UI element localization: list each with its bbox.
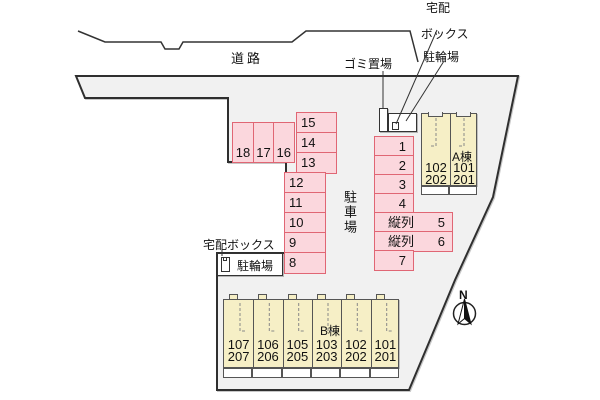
- parking-space-7: 7: [374, 250, 414, 271]
- compass-north-label: N: [459, 288, 468, 302]
- parking-space-8: 8: [284, 252, 326, 274]
- parking-space-zone: 縦列: [388, 233, 415, 249]
- delivery-box-top-label-line1: 宅配: [425, 1, 450, 15]
- road-label: 道路: [231, 51, 264, 66]
- garbage-box: [378, 108, 388, 132]
- parking-space-14: 14: [296, 132, 337, 154]
- parking-space-2: 2: [374, 155, 414, 176]
- parking-space-number: 14: [301, 135, 316, 151]
- unit-number-lower: 205: [286, 349, 309, 364]
- parking-space-number: 11: [289, 195, 303, 211]
- parking-space-number: 18: [235, 145, 251, 160]
- parking-space-16: 16: [273, 122, 295, 163]
- bicycle-parking-top-label: 駐輪場: [423, 50, 460, 64]
- parking-space-4: 4: [374, 193, 414, 214]
- parking-space-number: 10: [289, 215, 304, 231]
- parking-space-zone: 縦列: [388, 214, 415, 230]
- delivery-box-left-label: 宅配ボックス: [203, 238, 275, 252]
- parking-space-number: 17: [256, 145, 271, 160]
- building-b-unit-107-207: 107 207: [224, 338, 253, 364]
- parking-space-number: 8: [289, 255, 297, 271]
- building-b-balcony: [340, 368, 370, 378]
- building-b-unit-105-205: 105 205: [283, 338, 312, 364]
- parking-space-13: 13: [296, 152, 337, 174]
- parking-space-17: 17: [252, 122, 275, 163]
- building-b: 107 207 106 206 105 205 103 203 102 202 …: [223, 299, 399, 368]
- compass-icon: [452, 298, 477, 326]
- building-a-unit-101-201: 101 201: [450, 161, 478, 187]
- parking-space-11: 11: [284, 192, 326, 214]
- building-a: 102 202 101 201 A棟: [421, 113, 477, 186]
- parking-space-12: 12: [284, 172, 326, 194]
- building-a-balcony: [421, 186, 449, 195]
- unit-number-lower: 201: [374, 349, 397, 364]
- parking-space-18: 18: [232, 122, 254, 163]
- parking-space-3: 3: [374, 174, 414, 195]
- parking-space-number: 3: [398, 176, 406, 192]
- parking-space-number: 1: [398, 138, 406, 154]
- unit-number-lower: 207: [227, 349, 250, 364]
- parking-space-number: 7: [398, 252, 406, 268]
- building-b-balcony: [281, 368, 311, 378]
- building-b-balcony: [223, 368, 253, 378]
- unit-number-lower: 206: [257, 349, 279, 364]
- parking-space-number: 4: [398, 195, 406, 211]
- building-b-unit-102-202: 102 202: [341, 338, 370, 364]
- delivery-box-leader-line: [395, 29, 438, 125]
- parking-space-6-tandem: 縦列 6: [374, 231, 453, 252]
- parking-space-number: 16: [276, 145, 291, 160]
- unit-number-lower: 202: [425, 172, 447, 187]
- parking-space-number: 12: [289, 175, 304, 191]
- parking-space-number: 5: [437, 214, 445, 230]
- parking-lot-label: 駐車場: [342, 190, 357, 235]
- parking-space-number: 15: [301, 115, 316, 131]
- delivery-box-door-mark: [222, 257, 227, 261]
- unit-number-lower: 202: [345, 349, 367, 364]
- building-a-entry-notch: [456, 112, 471, 117]
- building-b-balcony: [369, 368, 399, 378]
- building-a-balcony: [449, 186, 477, 195]
- parking-space-number: 9: [289, 235, 297, 251]
- unit-number-lower: 201: [453, 172, 475, 187]
- delivery-box-top-label-line2: ボックス: [420, 27, 469, 41]
- delivery-box-unit-bottom: [220, 257, 230, 272]
- parking-space-9: 9: [284, 232, 326, 254]
- delivery-box-unit-top: [391, 121, 399, 130]
- delivery-box-top-label: 宅配 ボックス: [407, 2, 469, 41]
- building-a-name: A棟: [452, 150, 473, 164]
- parking-space-15: 15: [296, 112, 337, 134]
- parking-space-10: 10: [284, 212, 326, 234]
- parking-space-number: 13: [301, 155, 316, 171]
- building-a-unit-102-202: 102 202: [422, 161, 450, 187]
- building-b-balcony: [252, 368, 282, 378]
- parking-space-1: 1: [374, 136, 414, 157]
- building-b-balcony: [311, 368, 341, 378]
- bicycle-parking-bottom-label: 駐輪場: [237, 259, 274, 273]
- parking-space-number: 6: [437, 233, 445, 249]
- unit-number-lower: 203: [315, 349, 338, 364]
- building-b-unit-103-203: 103 203: [312, 338, 341, 364]
- parking-space-5-tandem: 縦列 5: [374, 212, 453, 233]
- building-a-entry-notch: [428, 112, 443, 117]
- building-b-name: B棟: [320, 324, 341, 338]
- building-b-unit-106-206: 106 206: [253, 338, 282, 364]
- garbage-area-label: ゴミ置場: [344, 57, 393, 71]
- building-b-unit-101-201: 101 201: [371, 338, 400, 364]
- parking-space-number: 2: [398, 157, 406, 173]
